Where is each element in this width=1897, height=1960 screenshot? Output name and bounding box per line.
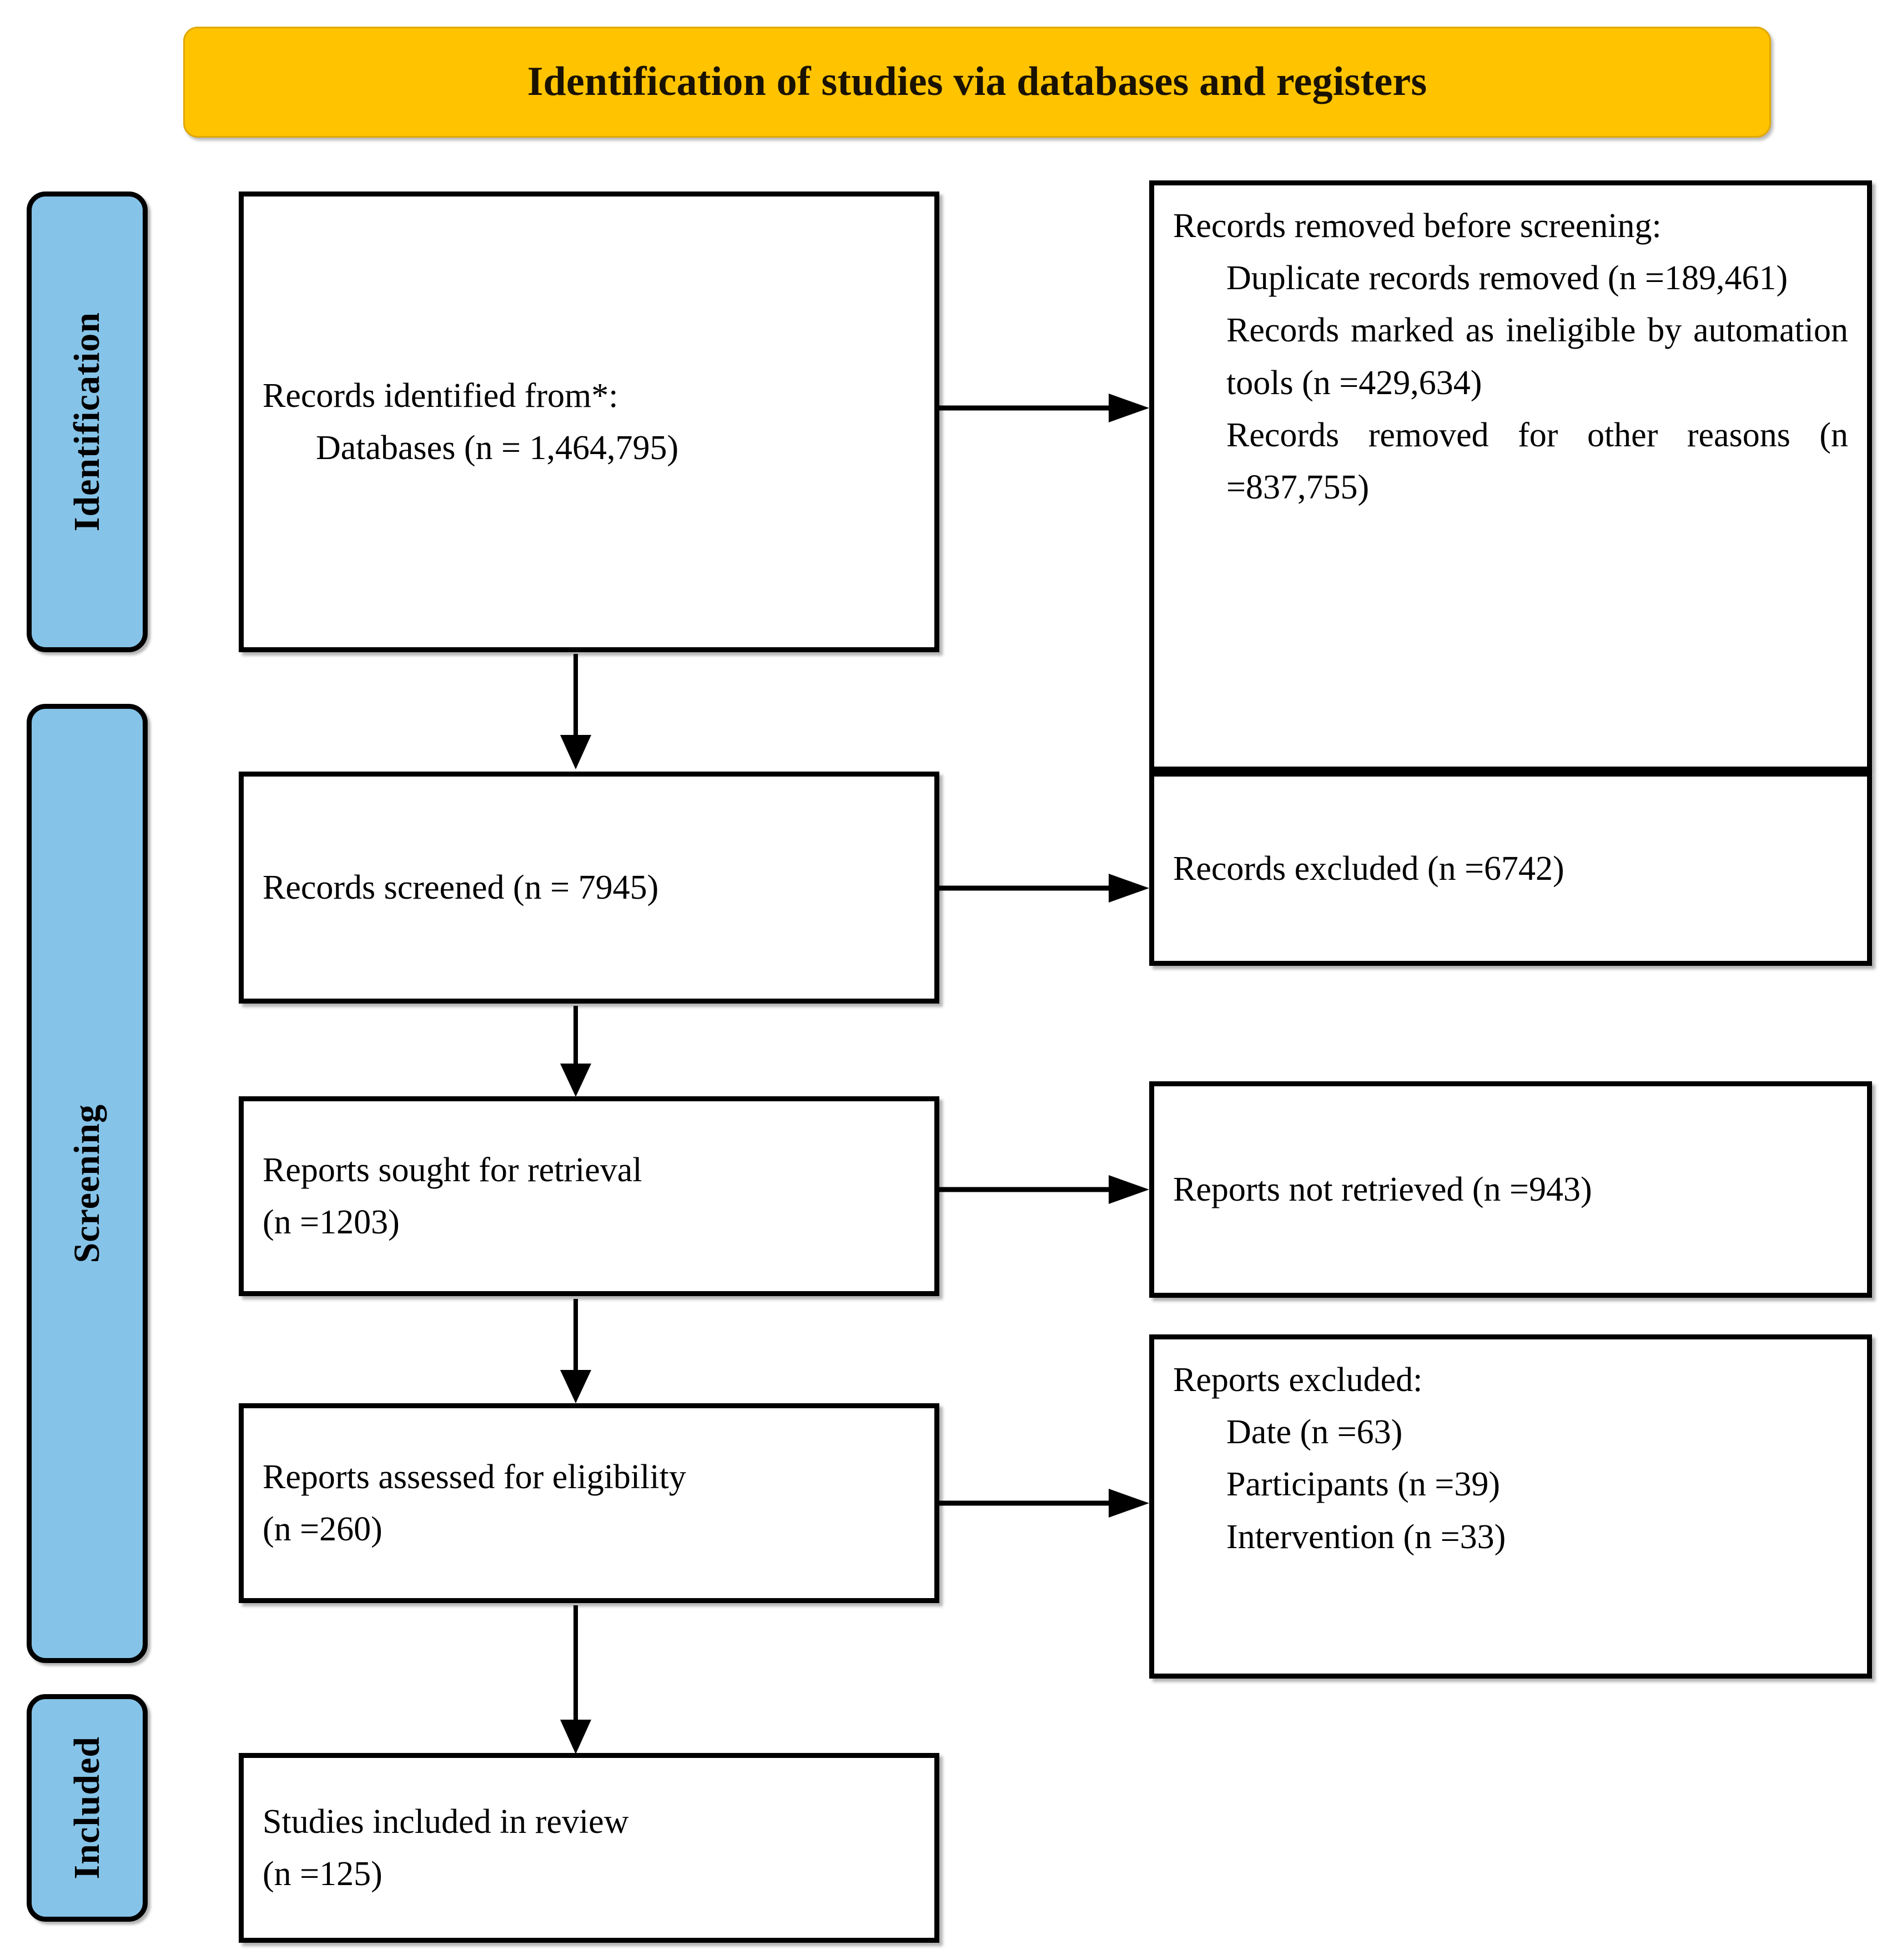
- phase-label-identification-text: Identification: [67, 312, 107, 532]
- records-identified-heading: Records identified from*:: [263, 376, 618, 415]
- node-reports-sought-for-retrieval: Reports sought for retrieval (n =1203): [239, 1096, 939, 1296]
- reports-excluded-participants: Participants (n =39): [1226, 1465, 1500, 1504]
- records-identified-databases: Databases (n = 1,464,795): [316, 429, 679, 467]
- arrow-sought-to-not-retrieved: [939, 1173, 1151, 1206]
- records-removed-other: Records removed for other reasons (n =83…: [1226, 416, 1848, 507]
- arrow-identified-to-screened: [558, 654, 593, 772]
- records-removed-duplicates: Duplicate records removed (n =189,461): [1226, 259, 1788, 298]
- reports-assessed-text: Reports assessed for eligibility: [263, 1458, 686, 1496]
- arrow-screened-to-records-excluded: [939, 871, 1151, 905]
- node-reports-not-retrieved: Reports not retrieved (n =943): [1149, 1081, 1872, 1298]
- arrow-assessed-to-reports-excluded: [939, 1487, 1151, 1520]
- node-studies-included-in-review: Studies included in review (n =125): [239, 1753, 939, 1943]
- page-title: Identification of studies via databases …: [527, 59, 1427, 105]
- reports-excluded-date: Date (n =63): [1226, 1413, 1403, 1452]
- node-records-excluded: Records excluded (n =6742): [1149, 772, 1872, 966]
- arrow-screened-to-sought: [558, 1006, 593, 1099]
- reports-sought-text: Reports sought for retrieval: [263, 1151, 642, 1189]
- arrow-identified-to-removed: [939, 391, 1151, 425]
- reports-excluded-heading: Reports excluded:: [1173, 1361, 1423, 1399]
- node-records-screened: Records screened (n = 7945): [239, 772, 939, 1004]
- records-removed-heading: Records removed before screening:: [1173, 207, 1662, 245]
- studies-included-text: Studies included in review: [263, 1802, 629, 1841]
- phase-label-identification: Identification: [27, 192, 148, 652]
- records-screened-text: Records screened (n = 7945): [263, 868, 659, 906]
- diagram-header-banner: Identification of studies via databases …: [183, 27, 1771, 138]
- arrow-sought-to-assessed: [558, 1299, 593, 1405]
- reports-not-retrieved-text: Reports not retrieved (n =943): [1173, 1170, 1592, 1208]
- records-removed-automation: Records marked as ineligible by automati…: [1226, 311, 1848, 402]
- reports-sought-count: (n =1203): [263, 1203, 400, 1241]
- node-records-removed-before-screening: Records removed before screening: Duplic…: [1149, 180, 1872, 772]
- records-excluded-text: Records excluded (n =6742): [1173, 849, 1564, 888]
- phase-label-screening-text: Screening: [67, 1104, 107, 1263]
- node-records-identified: Records identified from*: Databases (n =…: [239, 192, 939, 652]
- studies-included-count: (n =125): [263, 1855, 383, 1893]
- arrow-assessed-to-included: [558, 1605, 593, 1756]
- phase-label-included-text: Included: [67, 1736, 107, 1880]
- phase-label-included: Included: [27, 1694, 148, 1922]
- node-reports-assessed-for-eligibility: Reports assessed for eligibility (n =260…: [239, 1403, 939, 1603]
- node-reports-excluded: Reports excluded: Date (n =63) Participa…: [1149, 1334, 1872, 1679]
- phase-label-screening: Screening: [27, 704, 148, 1663]
- reports-excluded-intervention: Intervention (n =33): [1226, 1518, 1506, 1556]
- reports-assessed-count: (n =260): [263, 1510, 383, 1548]
